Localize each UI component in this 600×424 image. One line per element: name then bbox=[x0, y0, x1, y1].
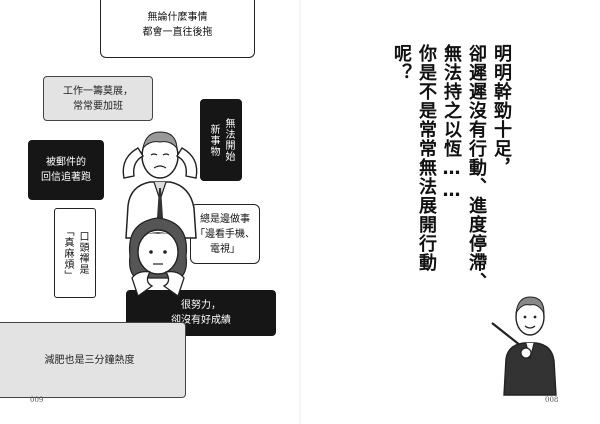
bubble-overtime: 工作一籌莫展， 常常要加班 bbox=[43, 76, 153, 121]
bubble-procrastinate: 無論什麼事情 都會一直往後拖 bbox=[100, 0, 255, 58]
left-page: 無論什麼事情 都會一直往後拖 工作一籌莫展， 常常要加班 無法開始 新事物 被郵… bbox=[0, 0, 276, 404]
bubble-cant-start: 無法開始 新事物 bbox=[200, 99, 242, 181]
bubble-diet: 減肥也是三分鐘熱度 bbox=[0, 322, 186, 398]
page-number-left: 009 bbox=[30, 396, 44, 404]
bubble-always-doing: 總是邊做事 「邊看手機、 電視」 bbox=[190, 204, 260, 264]
bubble-email: 被郵件的 回信追著跑 bbox=[28, 140, 104, 200]
teacher-with-pointer-illustration bbox=[491, 296, 557, 396]
page-headline: 明明幹勁十足， 卻遲遲沒有行動、進度停滯、 無法持之以恆…… 你是不是常常無法展… bbox=[391, 44, 512, 291]
bored-woman-illustration bbox=[128, 217, 188, 298]
bubble-catchphrase: 口頭禪是 「真麻煩」 bbox=[54, 208, 96, 298]
page-number-right: 008 bbox=[545, 396, 559, 404]
book-gutter bbox=[299, 0, 301, 424]
right-page: 008 bbox=[300, 0, 600, 424]
